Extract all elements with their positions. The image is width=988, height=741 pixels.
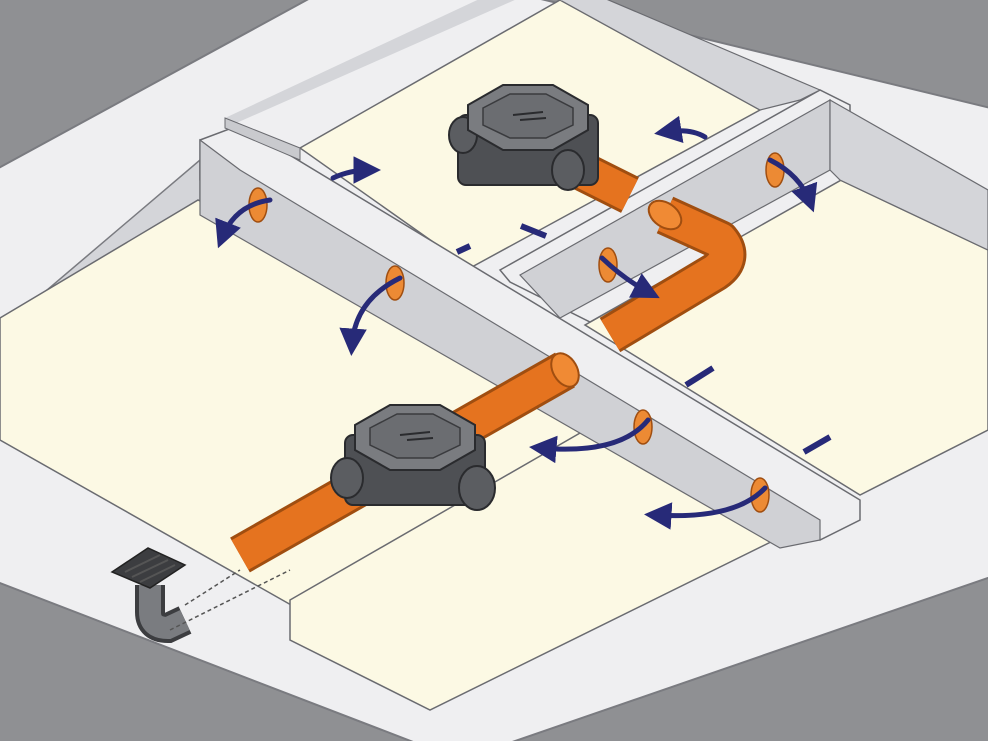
curved-arrow-icon [215,197,273,249]
gap-markers [455,223,832,455]
curved-arrow-icon [599,255,660,299]
roof-outlet-vent-icon [110,547,192,644]
radon-fan-unit-icon [330,404,496,511]
wall-face-top-room [224,117,301,161]
curved-arrow-icon [339,275,403,356]
radon-fan-unit-icon-upper [448,84,599,191]
gap-marker [684,365,715,388]
gap-marker [802,434,832,455]
curved-arrow-icon [330,156,381,184]
airflow-arrows [215,115,818,530]
pipe-connector-dashed-lower [169,569,291,631]
curved-arrow-icon [529,417,651,464]
curved-arrow-icon [767,157,818,213]
wall-face-top-room-right [558,0,822,111]
pipe-connector-dashed [184,569,241,606]
gap-marker [519,223,548,239]
curved-arrow-icon [654,115,708,143]
gap-marker [455,243,472,255]
wall-face-east [829,98,988,251]
wall-face-north [225,0,515,128]
curved-arrow-icon [644,485,768,530]
partition-wall-diagonal-face [199,138,821,549]
floor-room-bottom [289,409,787,711]
